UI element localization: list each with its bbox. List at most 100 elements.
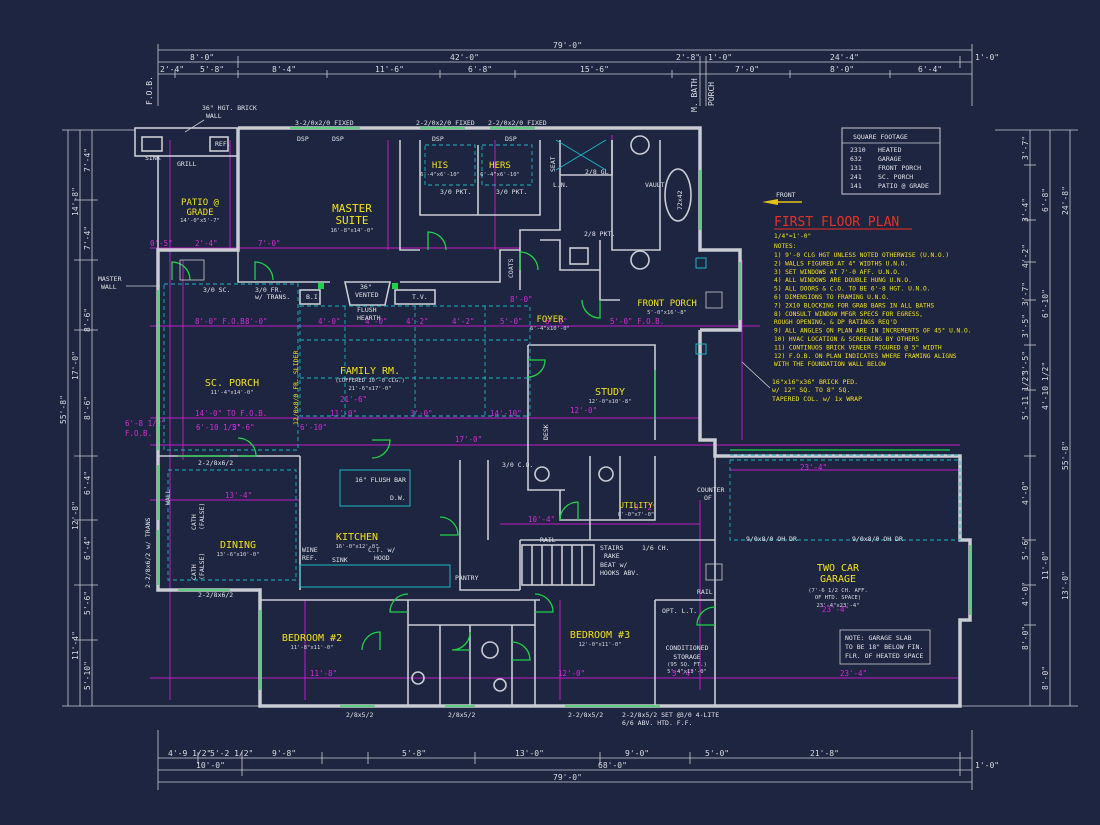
svg-text:11'-0": 11'-0" [330,409,357,418]
svg-text:F.O.B.: F.O.B. [125,429,152,438]
label-dsp-1: DSP [297,135,309,143]
dim-right-11: 4'-0" [1021,481,1030,505]
room-utility-size: 8'-0"x7'-0" [618,512,654,518]
label-dsp-4: DSP [505,135,517,143]
label-co: 3/0 C.O. [502,461,533,469]
sqft-label: GARAGE [878,155,902,163]
label-ln: L.N. [553,181,569,189]
column-markers [179,257,723,581]
svg-text:6'-0": 6'-0" [545,317,568,326]
room-patio-2: GRADE [186,208,213,218]
sqft-value: 632 [850,155,862,163]
dim-left-8: 12'-8" [71,501,80,530]
dim-top-a4: 1'-0" [708,53,732,62]
note-item: 5) ALL DOORS & C.O. TO BE 6'-8 HGT. U.N.… [774,286,930,293]
room-storage-2: STORAGE [673,653,700,661]
garage-note-2: TO BE 18" BELOW FIN. [845,643,923,651]
dim-top-row2-3: 8'-4" [272,65,296,74]
label-garage-door-2: 9/0x8/0 OH DR [852,535,903,543]
room-garage: TWO CAR [817,563,860,574]
dim-top-total: 79'-0" [553,41,582,50]
stairs [521,544,595,586]
label-pkt-28: 2/8 PKT. [584,230,615,238]
top-dimensions: 79'-0" 8'-0" 42'-0" 2'-8" 1'-0" 24'-4" 1… [145,41,999,112]
sqft-label: SC. PORCH [878,173,913,181]
svg-text:8'-0": 8'-0" [510,295,533,304]
note-item: WITH THE FOUNDATION WALL BELOW [774,361,886,368]
room-family: FAMILY RM. [340,366,400,377]
room-his: HIS [432,161,448,171]
note-item: 12) F.O.B. ON PLAN INDICATES WHERE FRAMI… [774,353,957,360]
svg-text:17'-0": 17'-0" [455,435,482,444]
svg-text:6'-10 1/2": 6'-10 1/2" [196,423,241,432]
windows [157,127,971,707]
room-his-size: 6'-4"x6'-10" [420,172,460,178]
svg-text:14'-0" TO F.O.B.: 14'-0" TO F.O.B. [195,409,267,418]
dim-left-7: 6'-4" [83,471,92,495]
dim-right-17: 13'-0" [1061,571,1070,600]
label-sink-2: SINK [332,556,348,564]
svg-text:4'-0": 4'-0" [318,317,341,326]
note-item: 7) 2X10 BLOCKING FOR GRAB BARS IN ALL BA… [774,302,934,309]
garage-note-box [839,629,931,665]
dim-top-a3: 2'-8" [676,53,700,62]
svg-text:5'-4": 5'-4" [672,669,695,678]
sqft-value: 241 [850,173,862,181]
label-wall: WALL [164,489,172,505]
door-swings [171,231,716,661]
svg-text:21'-6": 21'-6" [340,395,367,404]
label-vault: VAULT [645,181,665,189]
notes-list: 1) 9'-0 CLG HGT UNLESS NOTED OTHERWISE (… [774,252,971,368]
label-window-master-3: 2-2/0x2/0 FIXED [488,119,547,127]
dim-left-4: 8'-6" [83,308,92,332]
notes-title: NOTES: [774,243,796,250]
dim-right-15: 8'-0" [1041,666,1050,690]
dim-bottom-1: 4'-9 1/2" [168,749,211,758]
dim-top-row2-5: 6'-8" [468,65,492,74]
room-family-sub: (COFFERED 10'-0 CLG.) [335,378,405,384]
label-seat: SEAT [549,156,557,172]
label-pkt-hers: 3/0 PKT. [496,188,527,196]
room-front-porch-size: 5'-0"x16'-8" [647,310,687,316]
dim-top-row2-9: 6'-4" [918,65,942,74]
label-pkt-his: 3/0 PKT. [440,188,471,196]
label-stairs-rake-2: RAKE [604,552,620,560]
label-master-wall-2: WALL [101,283,117,291]
sqft-value: 141 [850,182,862,190]
note-item: 10) HVAC LOCATION & SCREENING BY OTHERS [774,336,920,343]
svg-text:10'-4": 10'-4" [528,515,555,524]
svg-text:5'-0": 5'-0" [500,317,523,326]
dim-bottom-total: 79'-0" [553,773,582,782]
svg-text:6'-10": 6'-10" [300,423,327,432]
dim-right-16: 11'-0" [1041,551,1050,580]
label-trans: 2-2/8x6/2 w/ TRANS [144,517,152,588]
room-garage-2: GARAGE [820,574,856,585]
label-ch: 1/6 CH. [642,544,669,552]
sqft-title: SQUARE FOOTAGE [853,133,908,141]
note-item: 11) CONTINUOS BRICK VENEER FIGURED @ 5" … [774,344,942,351]
label-dsp-3: DSP [432,135,444,143]
dim-top-mid: 42'-0" [450,53,479,62]
label-grill: GRILL [177,160,197,168]
dim-bottom-3: 9'-8" [272,749,296,758]
bottom-dimensions: 4'-9 1/2" 5'-2 1/2" 9'-8" 5'-8" 13'-0" 9… [157,730,999,790]
room-foyer: FOYER [536,315,564,325]
svg-text:4'-2": 4'-2" [452,317,475,326]
dim-right-1: 3'-7" [1021,136,1030,160]
label-tub: 72x42 [676,190,684,210]
sqft-label: HEATED [878,146,902,154]
dim-top-left: 8'-0" [190,53,214,62]
room-storage-sub: (95 SQ. FT.) [667,662,707,668]
label-win-bottom-3: 2-2/8x5/2 [568,711,603,719]
dim-right-7: 6'-10" [1041,289,1050,318]
dim-bottom-8: 21'-8" [810,749,839,758]
room-study-size: 12'-0"x10'-8" [588,399,631,405]
label-vented: 36" [360,283,372,291]
label-fr-trans: 3/0 FR. [255,286,282,294]
room-bedroom-3: BEDROOM #3 [570,630,630,641]
dim-right-12: 5'-6" [1021,536,1030,560]
dim-top-right-b: 1'-0" [975,53,999,62]
room-dining-size: 13'-6"x10'-0" [216,552,259,558]
dim-top-row2-7: 7'-0" [735,65,759,74]
